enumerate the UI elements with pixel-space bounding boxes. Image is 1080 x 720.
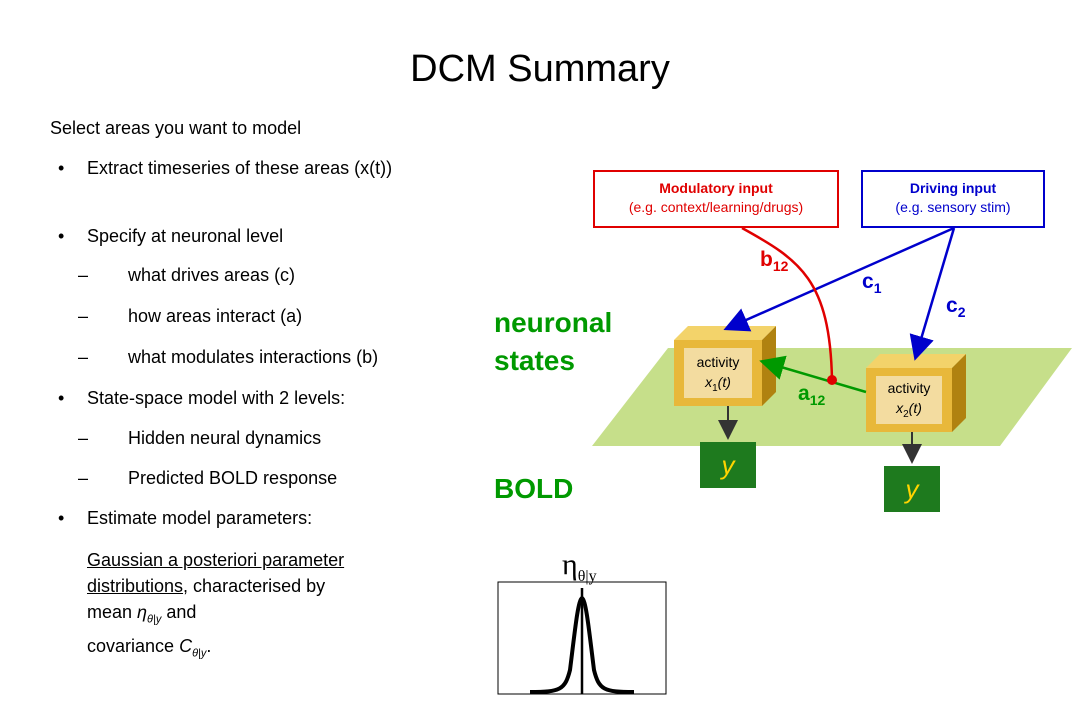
b12-dot xyxy=(827,375,837,385)
activity-1-word: activity xyxy=(696,354,740,370)
driving-title: Driving input xyxy=(909,180,997,196)
bullet-marker: • xyxy=(58,226,65,246)
c-symbol: C xyxy=(179,635,193,656)
estimate-rest: , characterised by xyxy=(183,576,326,596)
bullet-extract: Extract timeseries of these areas (x(t)) xyxy=(87,158,393,178)
c2-letter: c xyxy=(946,294,958,317)
activity-label-2: activity x2(t) xyxy=(876,378,942,425)
sub-predicted: Predicted BOLD response xyxy=(128,468,338,488)
x1-subscript: 1 xyxy=(712,382,718,394)
c2-subscript: 2 xyxy=(957,304,966,321)
c1-subscript: 1 xyxy=(873,280,882,297)
eta-plot-label: ηθ|y xyxy=(562,548,597,586)
estimate-paragraph: Gaussian a posteriori parameter distribu… xyxy=(87,547,447,666)
sub-hidden: Hidden neural dynamics xyxy=(128,428,322,448)
sub-drives: what drives areas (c) xyxy=(128,265,296,285)
x1-var: x xyxy=(705,374,713,390)
bold-label: BOLD xyxy=(494,473,574,504)
b12-label: b12 xyxy=(760,248,788,274)
b12-curve xyxy=(741,226,834,381)
page-title: DCM Summary xyxy=(410,48,670,90)
dash-marker: – xyxy=(78,468,89,488)
covariance-label: covariance xyxy=(87,635,175,656)
dash-marker: – xyxy=(78,347,89,367)
activity-label-1: activity x1(t) xyxy=(684,352,752,399)
modulatory-title: Modulatory input xyxy=(659,180,773,196)
dash-marker: – xyxy=(78,265,89,285)
b-subscript: 12 xyxy=(772,258,789,275)
bullet-marker: • xyxy=(58,388,65,408)
posterior-text: Gaussian a posteriori parameter distribu… xyxy=(87,550,345,596)
c-subscript: θ|y xyxy=(192,647,207,660)
states-word: states xyxy=(494,345,575,376)
dash-marker: – xyxy=(78,306,89,326)
mean-label: mean xyxy=(87,602,133,622)
dash-marker: – xyxy=(78,428,89,448)
b-letter: b xyxy=(760,248,773,271)
neuronal-word: neuronal xyxy=(494,307,613,338)
a12-arrow xyxy=(759,355,867,394)
driving-subtitle: (e.g. sensory stim) xyxy=(895,199,1011,215)
c2-label: c2 xyxy=(946,294,965,320)
activity-cube-2 xyxy=(866,354,966,432)
eta-symbol: η xyxy=(137,602,148,622)
x1-arg: (t) xyxy=(717,374,731,390)
modulatory-subtitle: (e.g. context/learning/drugs) xyxy=(628,199,804,215)
posterior-plot xyxy=(497,581,667,695)
neuronal-states-label: neuronal states xyxy=(494,304,612,380)
c1-arrow xyxy=(723,226,955,332)
c2-arrow xyxy=(909,227,956,361)
x2-var: x xyxy=(896,400,904,416)
x2-arg: (t) xyxy=(908,400,922,416)
y-output-2: y xyxy=(884,466,940,512)
eta-plot-symbol: η xyxy=(562,548,578,581)
sub-modulates: what modulates interactions (b) xyxy=(128,347,379,367)
y-output-1: y xyxy=(700,442,756,488)
driving-input-box: Driving input (e.g. sensory stim) xyxy=(861,170,1045,228)
x2-subscript: 2 xyxy=(903,408,909,420)
period: . xyxy=(206,635,212,656)
a-subscript: 12 xyxy=(809,392,826,409)
bullet-specify: Specify at neuronal level xyxy=(87,226,284,246)
eta-subscript: θ|y xyxy=(147,613,162,626)
a-letter: a xyxy=(798,382,810,405)
a12-label: a12 xyxy=(798,382,825,408)
c1-letter: c xyxy=(862,270,874,293)
bullet-state-space: State-space model with 2 levels: xyxy=(87,388,346,408)
eta-plot-subscript: θ|y xyxy=(577,568,597,585)
and-label: and xyxy=(166,602,197,622)
modulatory-input-box: Modulatory input (e.g. context/learning/… xyxy=(593,170,839,228)
bullet-estimate: Estimate model parameters: xyxy=(87,508,313,528)
sub-interact: how areas interact (a) xyxy=(128,306,303,326)
intro-text: Select areas you want to model xyxy=(50,118,302,138)
c1-label: c1 xyxy=(862,270,881,296)
activity-2-word: activity xyxy=(887,380,931,396)
bullet-marker: • xyxy=(58,508,65,528)
bullet-marker: • xyxy=(58,158,65,178)
